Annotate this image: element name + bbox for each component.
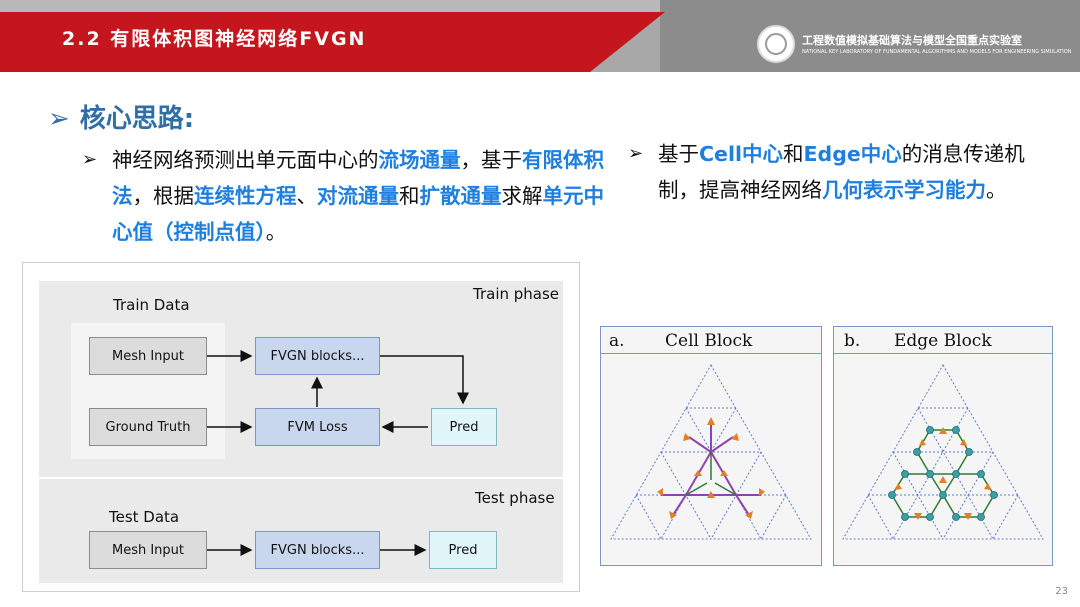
figure-a-label: a.	[609, 331, 625, 351]
highlight: 连续性方程	[194, 184, 297, 208]
highlight: Edge中心	[803, 142, 902, 166]
text: 。	[265, 220, 287, 244]
bullet-core-idea-1: ➢ 神经网络预测出单元面中心的流场通量，基于有限体积法，根据连续性方程、对流通量…	[82, 142, 612, 250]
edge-block-mesh	[842, 363, 1044, 540]
header-bar	[0, 0, 1080, 72]
highlight: 流场通量	[378, 148, 461, 172]
cell-block-figure: a. Cell Block	[600, 326, 822, 566]
header-red-tip	[590, 12, 665, 72]
heading-text: 核心思路:	[79, 104, 195, 134]
train-data-label: Train Data	[113, 296, 190, 314]
figure-b-title: Edge Block	[894, 331, 992, 351]
fvgn-blocks-node: FVGN blocks...	[255, 337, 380, 375]
highlight: Cell中心	[699, 142, 784, 166]
arrow-bullet-icon: ➢	[82, 149, 98, 170]
test-pred-node: Pred	[429, 531, 497, 569]
figure-b-label: b.	[844, 331, 861, 351]
text: 和	[783, 142, 804, 166]
highlight: 有限体积法	[112, 148, 604, 208]
figure-a-title: Cell Block	[665, 331, 753, 351]
flow-arrows	[207, 350, 469, 556]
mesh-input-node: Mesh Input	[89, 337, 207, 375]
text: ，根据	[132, 184, 195, 208]
text: ，基于	[460, 148, 523, 172]
fvm-loss-node: FVM Loss	[255, 408, 380, 446]
arrow-bullet-icon: ➢	[48, 104, 70, 134]
highlight: 单元中心值（控制点值）	[112, 184, 604, 244]
ground-truth-node: Ground Truth	[89, 408, 207, 446]
highlight: 几何表示学习能力	[822, 178, 986, 202]
edge-block-figure: b. Edge Block	[833, 326, 1053, 566]
bullet-core-idea-2: ➢ 基于Cell中心和Edge中心的消息传递机制，提高神经网络几何表示学习能力。	[628, 136, 1058, 208]
lab-name-cn: 工程数值模拟基础算法与模型全国重点实验室	[802, 34, 1022, 47]
header-red-band	[0, 12, 590, 72]
text: 和	[399, 184, 420, 208]
highlight: 扩散通量	[419, 184, 502, 208]
arrow-bullet-icon: ➢	[628, 143, 644, 164]
page-number: 23	[1055, 586, 1068, 597]
text: 。	[986, 178, 1007, 202]
lab-name-en: NATIONAL KEY LABORATORY OF FUNDAMENTAL A…	[802, 49, 1072, 55]
test-phase-label: Test phase	[475, 489, 555, 507]
header-dark-band	[660, 0, 1080, 72]
text: 求解	[501, 184, 543, 208]
pred-node: Pred	[431, 408, 497, 446]
text: 的消息传递机制，提高神经网络	[658, 142, 1025, 202]
text: 、	[296, 184, 318, 208]
test-mesh-input-node: Mesh Input	[89, 531, 207, 569]
test-fvgn-blocks-node: FVGN blocks...	[255, 531, 380, 569]
text: 基于	[658, 142, 699, 166]
fvgn-flow-diagram: Train phase Train Data Test phase Test D…	[22, 262, 580, 592]
train-phase-label: Train phase	[473, 285, 560, 303]
lab-logo-icon	[757, 25, 795, 63]
section-heading: ➢ 核心思路:	[48, 98, 194, 135]
text: 神经网络预测出单元面中心的	[112, 148, 379, 172]
highlight: 对流通量	[317, 184, 399, 208]
cell-block-mesh	[610, 363, 812, 540]
slide-title: 2.2 有限体积图神经网络FVGN	[62, 28, 367, 50]
test-data-label: Test Data	[109, 508, 180, 526]
